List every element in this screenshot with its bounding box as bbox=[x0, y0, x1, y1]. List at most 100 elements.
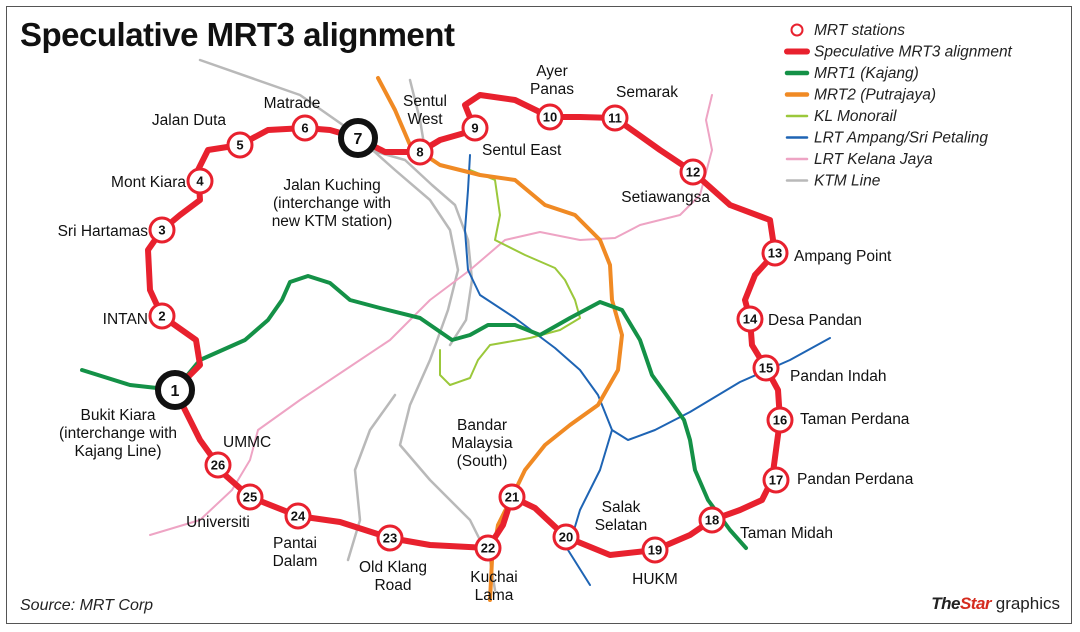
credit-line: TheStar graphics bbox=[931, 594, 1060, 614]
graphic-border bbox=[6, 6, 1072, 624]
station-22-label: Kuchai bbox=[470, 569, 517, 586]
station-2-marker bbox=[148, 302, 176, 330]
station-22-label: Lama bbox=[475, 587, 514, 604]
credit-brand-the: The bbox=[931, 594, 960, 613]
station-3-marker bbox=[148, 216, 176, 244]
legend-mrt2-label: MRT2 (Putrajaya) bbox=[814, 87, 936, 104]
station-13-label: Ampang Point bbox=[794, 248, 892, 265]
station-24-number: 24 bbox=[291, 509, 306, 524]
legend-item-mrt3: Speculative MRT3 alignment bbox=[784, 44, 1013, 61]
station-8-marker bbox=[406, 138, 434, 166]
station-23-number: 23 bbox=[383, 531, 397, 546]
station-13-number: 13 bbox=[768, 246, 782, 261]
station-22-number: 22 bbox=[481, 541, 495, 556]
station-7-number: 7 bbox=[354, 131, 363, 148]
station-20-label: Selatan bbox=[595, 517, 648, 534]
station-5-marker bbox=[226, 131, 254, 159]
station-16-number: 16 bbox=[773, 413, 787, 428]
station-1-label: (interchange with bbox=[59, 425, 177, 442]
station-23-marker bbox=[376, 524, 404, 552]
station-17-label: Pandan Perdana bbox=[797, 471, 914, 488]
station-16-label: Taman Perdana bbox=[800, 411, 910, 428]
station-26-number: 26 bbox=[211, 458, 225, 473]
station-24-marker bbox=[284, 502, 312, 530]
station-10-label: Ayer bbox=[536, 63, 568, 80]
station-8-label: Sentul bbox=[403, 93, 447, 110]
station-15-number: 15 bbox=[759, 361, 773, 376]
station-25-number: 25 bbox=[243, 490, 257, 505]
station-10-marker bbox=[536, 103, 564, 131]
station-18-number: 18 bbox=[705, 513, 719, 528]
station-7-label: Jalan Kuching bbox=[283, 177, 380, 194]
station-16: 16 Taman Perdana bbox=[766, 406, 910, 434]
station-8-label: West bbox=[407, 111, 443, 128]
legend-monorail-label: KL Monorail bbox=[814, 108, 897, 125]
station-5-label: Jalan Duta bbox=[152, 112, 226, 129]
legend-lrt_kelana-label: LRT Kelana Jaya bbox=[814, 151, 933, 168]
station-3-number: 3 bbox=[158, 223, 165, 238]
station-18-label: Taman Midah bbox=[740, 525, 833, 542]
station-9-marker bbox=[461, 114, 489, 142]
station-12-number: 12 bbox=[686, 165, 700, 180]
station-1-number: 1 bbox=[171, 383, 180, 400]
legend-item-lrt_kelana: LRT Kelana Jaya bbox=[785, 151, 933, 168]
station-18-marker bbox=[698, 506, 726, 534]
station-22-marker bbox=[474, 534, 502, 562]
station-7-interchange-marker bbox=[338, 118, 378, 158]
station-13-marker bbox=[761, 239, 789, 267]
station-2-label: INTAN bbox=[103, 311, 148, 328]
station-1-label: Kajang Line) bbox=[74, 443, 161, 460]
station-14-marker bbox=[736, 305, 764, 333]
station-3: 3 Sri Hartamas bbox=[58, 216, 176, 244]
station-11-marker bbox=[601, 104, 629, 132]
station-6-number: 6 bbox=[301, 121, 308, 136]
station-14-label: Desa Pandan bbox=[768, 312, 862, 329]
source-note: Source: MRT Corp bbox=[20, 597, 154, 614]
station-19-number: 19 bbox=[648, 543, 662, 558]
legend-lrt_ampang-label: LRT Ampang/Sri Petaling bbox=[814, 130, 988, 147]
station-10-label: Panas bbox=[530, 81, 574, 98]
station-4-marker bbox=[186, 167, 214, 195]
station-13: 13 Ampang Point bbox=[761, 239, 892, 267]
station-3-label: Sri Hartamas bbox=[58, 223, 149, 240]
station-21-label: Bandar bbox=[457, 417, 507, 434]
station-15-label: Pandan Indah bbox=[790, 368, 887, 385]
station-11-label: Semarak bbox=[616, 84, 678, 101]
mrt1-kajang-path bbox=[80, 274, 748, 550]
legend-item-monorail: KL Monorail bbox=[785, 108, 897, 125]
legend-item-lrt_ampang: LRT Ampang/Sri Petaling bbox=[785, 130, 988, 147]
station-26: 26 UMMC bbox=[204, 434, 271, 479]
kl-monorail-path bbox=[439, 169, 581, 386]
station-26-label: UMMC bbox=[223, 434, 271, 451]
legend-item-ktm: KTM Line bbox=[785, 173, 881, 190]
station-26-marker bbox=[204, 451, 232, 479]
legend-item-mrt2: MRT2 (Putrajaya) bbox=[784, 87, 936, 104]
station-10-number: 10 bbox=[543, 110, 557, 125]
station-20-number: 20 bbox=[559, 530, 573, 545]
station-15: 15 Pandan Indah bbox=[752, 354, 887, 385]
station-9-number: 9 bbox=[471, 121, 478, 136]
legend-mrt3-label: Speculative MRT3 alignment bbox=[814, 44, 1013, 61]
station-21-marker bbox=[498, 483, 526, 511]
station-9-label: Sentul East bbox=[482, 142, 562, 159]
station-12-label: Setiawangsa bbox=[621, 189, 710, 206]
